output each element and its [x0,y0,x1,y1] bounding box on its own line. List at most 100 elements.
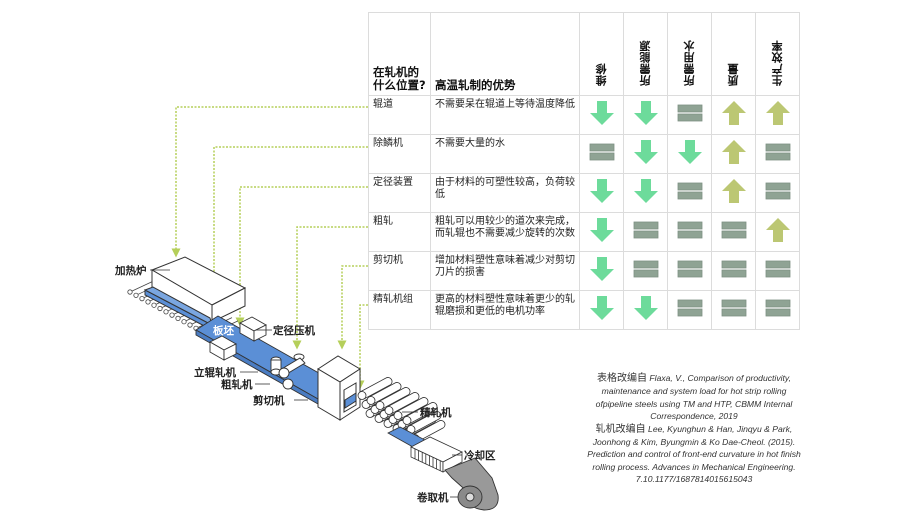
row-advantage: 不需要大量的水 [430,134,580,174]
cell-quality [711,134,756,174]
row-location: 定径装置 [368,173,431,213]
cell-water [667,251,712,291]
equal-icon [588,143,616,170]
equal-icon [676,182,704,209]
label-furnace: 加热炉 [115,265,147,277]
header-location: 在轧机的什么位置? [368,12,431,96]
cell-maintenance [579,251,624,291]
equal-icon [676,260,704,287]
row-advantage: 增加材料塑性意味着减少对剪切刀片的损害 [430,251,580,291]
finishing-roll [395,397,429,420]
cell-maintenance [579,134,624,174]
cell-energy [623,134,668,174]
cell-energy [623,290,668,330]
roller [133,292,139,298]
cell-maintenance [579,95,624,135]
cell-energy [623,95,668,135]
equal-icon [676,104,704,131]
arrow-down-icon [588,218,616,248]
arrow-down-icon [588,101,616,131]
roller [145,299,151,305]
header-advantage: 高温轧制的优势 [430,12,580,96]
furnace [143,256,247,331]
label-coiler: 卷取机 [417,492,449,504]
connector-roller-table [171,106,368,258]
sizing-press [239,316,267,342]
source-caption: 表格改编自 Flaxa, V., Comparison of productiv… [584,372,804,486]
equal-icon [676,221,704,248]
finishing-mill [357,377,446,443]
arrow-up-icon [720,101,748,131]
table-row: 精轧机组更高的材料塑性意味着更少的轧辊磨损和更低的电机功率 [368,290,800,330]
arrow-down-icon [632,101,660,131]
arrow-down-icon [632,179,660,209]
cell-energy [623,173,668,213]
equal-icon [632,260,660,287]
cell-productivity [755,251,800,291]
row-location: 辊道 [368,95,431,135]
advantages-table: 在轧机的什么位置? 高温轧制的优势 维修 所需能源 所需用水 质量 生产效率 辊… [368,12,800,330]
equal-icon [720,299,748,326]
header-water: 所需用水 [667,12,712,96]
cell-water [667,173,712,213]
cell-maintenance [579,212,624,252]
label-slab: 板坯 [213,325,234,337]
table-row: 除鳞机不需要大量的水 [368,134,800,174]
row-advantage: 粗轧可以用较少的道次来完成，而轧辊也不需要减少旋转的次数 [430,212,580,252]
cell-productivity [755,95,800,135]
connector-finishing [355,304,368,390]
arrow-down-icon [588,179,616,209]
cell-maintenance [579,173,624,213]
table-row: 辊道不需要呆在辊道上等待温度降低 [368,95,800,135]
arrow-up-icon [764,218,792,248]
finishing-roll [377,387,411,410]
arrow-up-icon [764,101,792,131]
cell-productivity [755,173,800,213]
cell-productivity [755,290,800,330]
finishing-roll [386,392,420,415]
table-row: 粗轧粗轧可以用较少的道次来完成，而轧辊也不需要减少旋转的次数 [368,212,800,252]
header-productivity: 生产效率 [755,12,800,96]
roller [151,302,157,308]
cell-water [667,290,712,330]
table-header-row: 在轧机的什么位置? 高温轧制的优势 维修 所需能源 所需用水 质量 生产效率 [368,12,800,96]
roller [169,312,175,318]
equal-icon [764,182,792,209]
row-location: 粗轧 [368,212,431,252]
cell-water [667,95,712,135]
equal-icon [764,143,792,170]
row-location: 精轧机组 [368,290,431,330]
label-shear: 剪切机 [253,395,285,407]
connector-descaler [209,146,368,323]
label-sizing-press: 定径压机 [273,325,315,337]
arrow-down-icon [676,140,704,170]
equal-icon [764,260,792,287]
cell-quality [711,212,756,252]
cell-maintenance [579,290,624,330]
equal-icon [720,221,748,248]
equal-icon [632,221,660,248]
cell-water [667,134,712,174]
equal-icon [720,260,748,287]
finishing-roll [408,411,442,434]
mill-source: 轧机改编自 Lee, Kyunghun & Han, Jinqyu & Park… [587,423,801,485]
arrow-down-icon [588,257,616,287]
label-edger: 立辊轧机 [194,367,236,379]
arrow-up-icon [720,179,748,209]
finishing-roll [412,420,446,443]
label-roughing-mill: 粗轧机 [221,379,253,391]
roller [187,322,193,328]
table-source: 表格改编自 Flaxa, V., Comparison of productiv… [595,373,793,422]
row-advantage: 更高的材料塑性意味着更少的轧辊磨损和更低的电机功率 [430,290,580,330]
connector-sizing [235,186,368,327]
connector-shear [337,265,368,350]
roller [139,295,145,302]
arrow-down-icon [588,296,616,326]
header-energy: 所需能源 [623,12,668,96]
cell-quality [711,251,756,291]
arrow-down-icon [632,296,660,326]
arrow-up-icon [720,140,748,170]
roller [127,289,133,295]
roughing-mill [270,353,306,390]
